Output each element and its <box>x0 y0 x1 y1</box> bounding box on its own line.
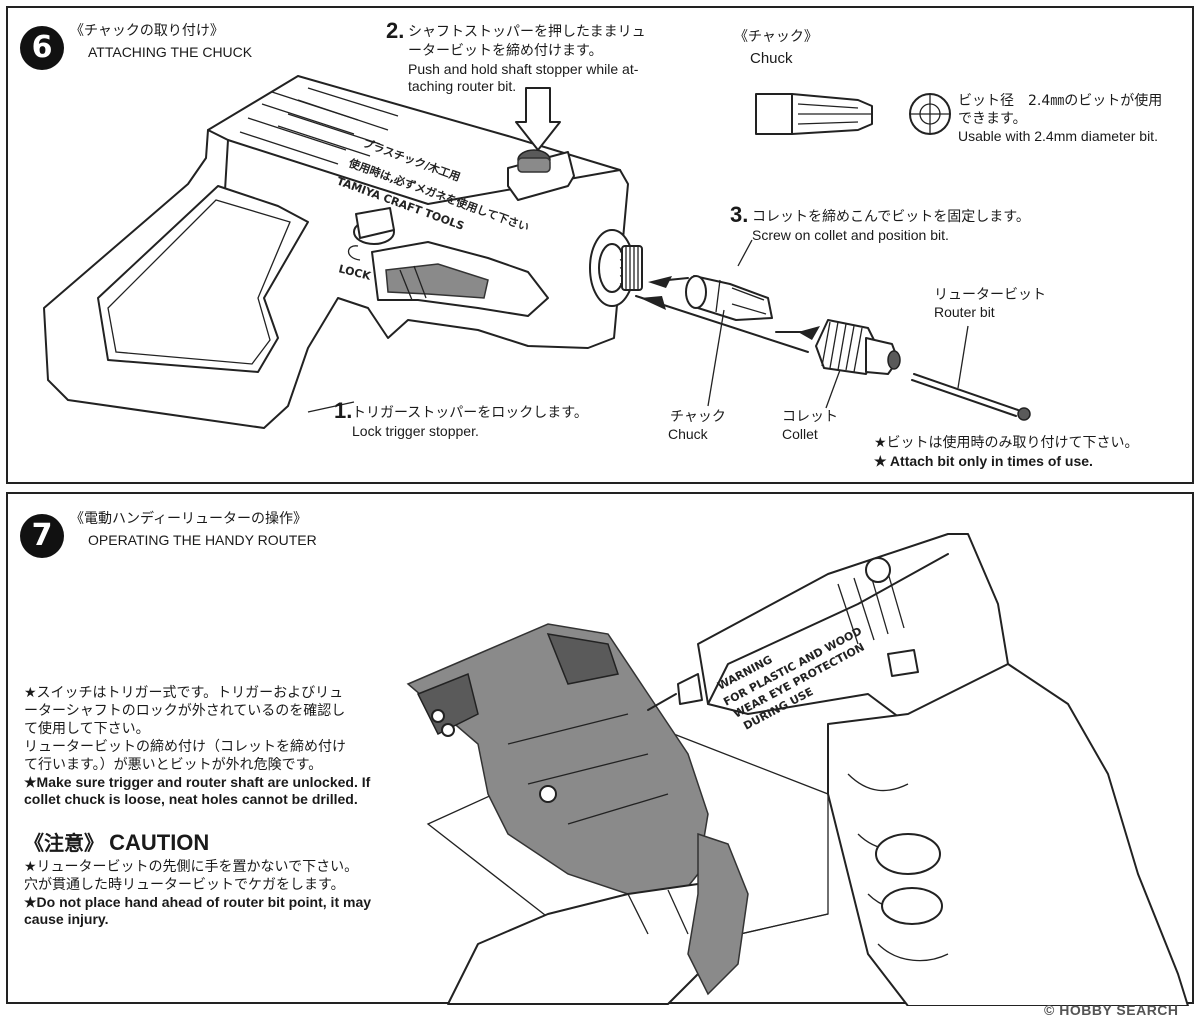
router-bit-label-en: Router bit <box>934 304 995 320</box>
step7-title-jp: 《電動ハンディーリューターの操作》 <box>70 511 308 527</box>
chuck-box-title-en: Chuck <box>750 50 793 67</box>
instruction-line: て使用して下さい。 <box>24 721 150 737</box>
instruction-line: ーターシャフトのロックが外されているのを確認し <box>24 703 346 719</box>
step7-number-badge: 7 <box>20 514 64 558</box>
attach-note-en: ★ Attach bit only in times of use. <box>874 453 1093 469</box>
step1-text-en: Lock trigger stopper. <box>352 423 479 439</box>
caution-line: 穴が貫通した時リュータービットでケガをします。 <box>24 877 345 893</box>
watermark: © HOBBY SEARCH <box>1044 1002 1179 1018</box>
chuck-label-en: Chuck <box>668 426 708 442</box>
attach-note-jp: ★ビットは使用時のみ取り付けて下さい。 <box>874 435 1139 451</box>
caution-line: ★Do not place hand ahead of router bit p… <box>24 894 372 910</box>
step3-text-jp: コレットを締めこんでビットを固定します。 <box>752 209 1030 225</box>
instruction-line: collet chuck is loose, neat holes cannot… <box>24 791 358 807</box>
caution-title-en: CAUTION <box>109 830 210 855</box>
collet-label-en: Collet <box>782 426 818 442</box>
step2-text-jp2: ータービットを締め付けます。 <box>408 43 603 59</box>
step3-text-en: Screw on collet and position bit. <box>752 227 949 243</box>
caution-heading: 《注意》 CAUTION <box>24 830 209 856</box>
step2-text-en1: Push and hold shaft stopper while at- <box>408 61 639 77</box>
chuck-label-jp: チャック <box>670 409 726 425</box>
router-tool-illustration <box>43 75 1031 429</box>
instructions-block: ★スイッチはトリガー式です。トリガーおよびリュ ーターシャフトのロックが外されて… <box>24 684 404 808</box>
step7-title-en: OPERATING THE HANDY ROUTER <box>88 532 317 548</box>
instruction-line: ★Make sure trigger and router shaft are … <box>24 774 371 790</box>
warning-label: WARNING FOR PLASTIC AND WOOD WEAR EYE PR… <box>715 624 866 732</box>
chuck-box-jp2: できます。 <box>958 111 1027 127</box>
watermark-prefix: © <box>1044 1002 1055 1018</box>
caution-block: ★リュータービットの先側に手を置かないで下さい。 穴が貫通した時リュータービット… <box>24 858 404 928</box>
chuck-box-en: Usable with 2.4mm diameter bit. <box>958 128 1158 144</box>
caution-line: ★リュータービットの先側に手を置かないで下さい。 <box>24 859 359 875</box>
lock-label: LOCK <box>337 262 372 283</box>
step2-text-jp: シャフトストッパーを押したままリュ <box>408 24 646 40</box>
instruction-line: て行います。）が悪いとビットが外れ危険です。 <box>24 757 323 773</box>
router-bit-label-jp: リュータービット <box>934 287 1046 303</box>
step6-title-en: ATTACHING THE CHUCK <box>88 44 253 60</box>
step3-number: 3. <box>730 202 749 227</box>
instruction-line: リュータービットの締め付け（コレットを締め付け <box>24 739 346 755</box>
step7-panel: 7 《電動ハンディーリューターの操作》 OPERATING THE HANDY … <box>6 492 1194 1006</box>
chuck-box-jp1: ビット径 2.4㎜のビットが使用 <box>958 93 1163 109</box>
step1-number: 1. <box>334 398 353 423</box>
step2-text-en2: taching router bit. <box>408 78 517 94</box>
step6-title-jp: 《チャックの取り付け》 <box>70 23 224 39</box>
chuck-box-title-jp: 《チャック》 <box>734 29 818 45</box>
router-operation-illustration <box>406 533 1189 1006</box>
collet-label-jp: コレット <box>782 409 838 425</box>
caution-title-jp: 《注意》 <box>24 831 104 855</box>
instruction-line: ★スイッチはトリガー式です。トリガーおよびリュ <box>24 685 344 701</box>
caution-line: cause injury. <box>24 911 109 927</box>
step1-text-jp: トリガーストッパーをロックします。 <box>352 405 588 421</box>
step6-number-badge: 6 <box>20 26 64 70</box>
tool-lettering: プラスチック/木工用 使用時は,必ずメガネを使用して下さい TAMIYA CRA… <box>335 136 531 283</box>
step2-number: 2. <box>386 18 405 43</box>
step6-panel: 6 《チャックの取り付け》 ATTACHING THE CHUCK <box>6 6 1194 484</box>
watermark-text: HOBBY SEARCH <box>1059 1002 1179 1018</box>
